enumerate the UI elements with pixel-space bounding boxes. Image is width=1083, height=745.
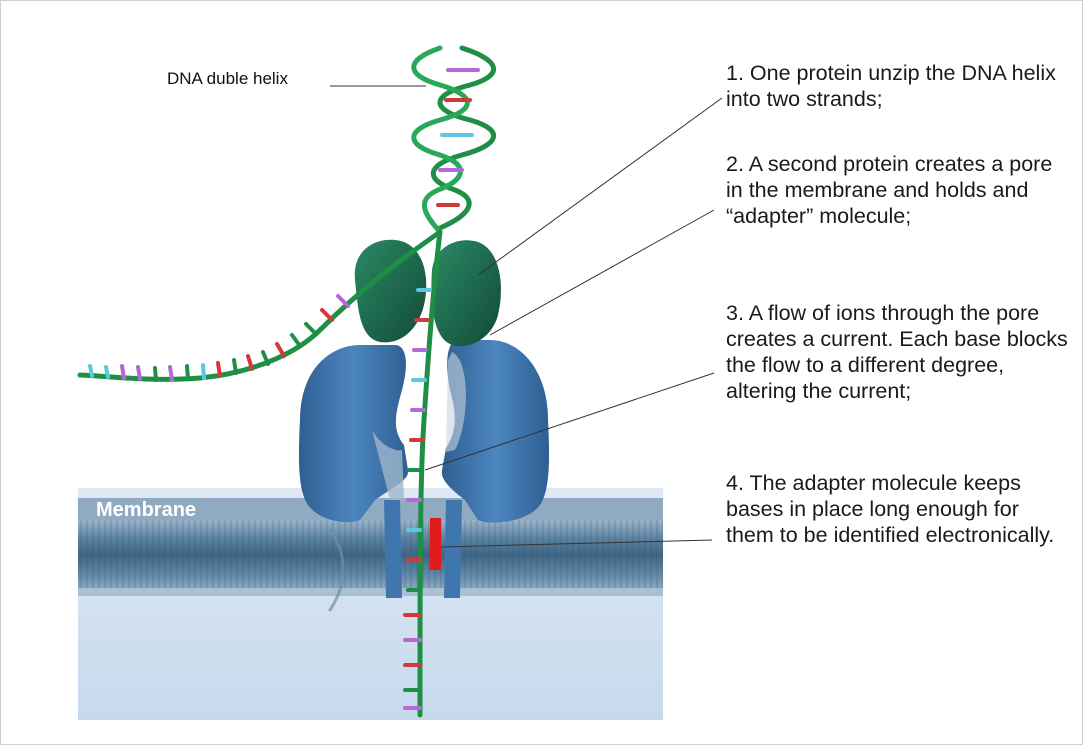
step-2-text: 2. A second protein creates a pore in th… <box>726 151 1071 229</box>
membrane-label: Membrane <box>96 499 196 522</box>
dna-helix-label: DNA duble helix <box>167 69 288 89</box>
leader-step1 <box>478 98 722 275</box>
step-4-text: 4. The adapter molecule keeps bases in p… <box>726 470 1071 548</box>
unzipping-protein <box>355 240 501 346</box>
adapter-molecule <box>430 518 441 570</box>
step-3-text: 3. A flow of ions through the pore creat… <box>726 300 1071 404</box>
leader-step2 <box>490 210 714 335</box>
step-1-text: 1. One protein unzip the DNA helix into … <box>726 60 1071 112</box>
